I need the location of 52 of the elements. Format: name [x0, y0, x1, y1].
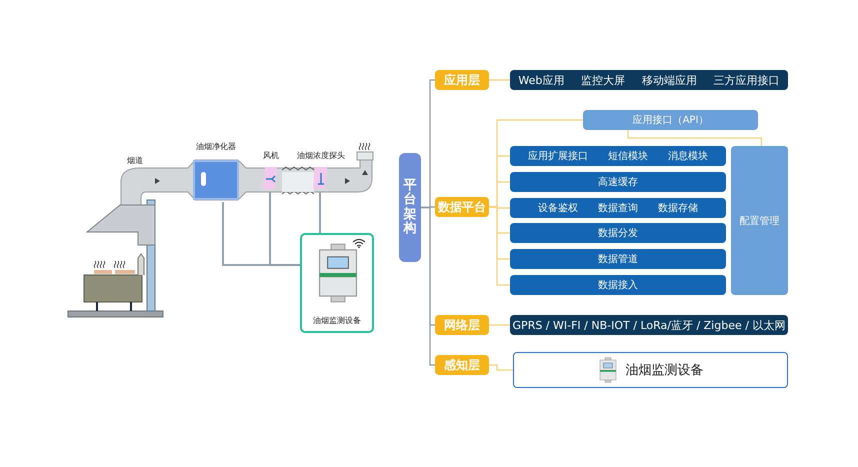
component-label: 风机: [263, 150, 279, 161]
node-label: GPRS / WI-FI / NB-IOT / LoRa/蓝牙 / Zigbee / 以太网: [512, 318, 786, 332]
node-label: 平台架构: [404, 178, 416, 236]
layer-bar: [510, 70, 788, 90]
node-label: 消息模块: [668, 150, 708, 163]
node-label: 短信模块: [608, 150, 648, 163]
node-label: 三方应用接口: [714, 72, 780, 88]
node-label: 监控大屏: [581, 72, 626, 88]
node-label: 网络层: [444, 316, 480, 334]
module-bar: [510, 146, 726, 166]
node-label: 应用层: [444, 72, 480, 88]
module-bar: [510, 275, 726, 295]
node-label: 数据管道: [598, 253, 638, 266]
node-label: 应用接口（API）: [632, 114, 708, 127]
connector-line: [627, 130, 762, 146]
module-box: [731, 146, 788, 295]
node-label: 油烟监测设备: [313, 315, 361, 326]
node-label: 配置管理: [740, 214, 780, 228]
connector-line: [489, 79, 510, 81]
node-label: 感知层: [444, 356, 480, 374]
node-label: 油烟监测设备: [626, 362, 704, 379]
node-label: 数据查询: [598, 202, 638, 215]
node-label: 移动端应用: [642, 72, 697, 88]
node-label: 数据平台: [438, 198, 486, 216]
component-label: 油烟浓度探头: [297, 150, 345, 161]
probe-unit: [296, 150, 346, 192]
connector-line: [489, 324, 510, 326]
node-label: Web应用: [518, 72, 564, 88]
layer-label: [435, 70, 489, 90]
device-box: [513, 352, 788, 388]
connector-line: [421, 206, 435, 366]
node-label: 数据接入: [598, 278, 638, 292]
node-label: 高速缓存: [598, 176, 638, 189]
component-label: 油烟净化器: [196, 141, 236, 152]
module-bar: [510, 198, 726, 218]
module-bar: [510, 249, 726, 269]
layer-label: [435, 355, 489, 375]
connector-line: [489, 364, 513, 371]
platform-architecture-box: [399, 153, 421, 262]
connector-line: [489, 206, 510, 286]
module-box: [583, 110, 758, 130]
layer-label: [435, 315, 489, 335]
node-label: 应用扩展接口: [528, 150, 588, 163]
connector-line: [319, 192, 321, 233]
node-label: 数据存储: [658, 202, 698, 215]
module-bar: [510, 172, 726, 192]
module-bar: [510, 223, 726, 243]
node-label: 设备鉴权: [538, 202, 578, 215]
monitor-device-box: [300, 233, 374, 333]
connector-line: [269, 192, 300, 266]
duct-label: 烟道: [127, 155, 143, 166]
node-label: 数据分发: [598, 227, 638, 240]
